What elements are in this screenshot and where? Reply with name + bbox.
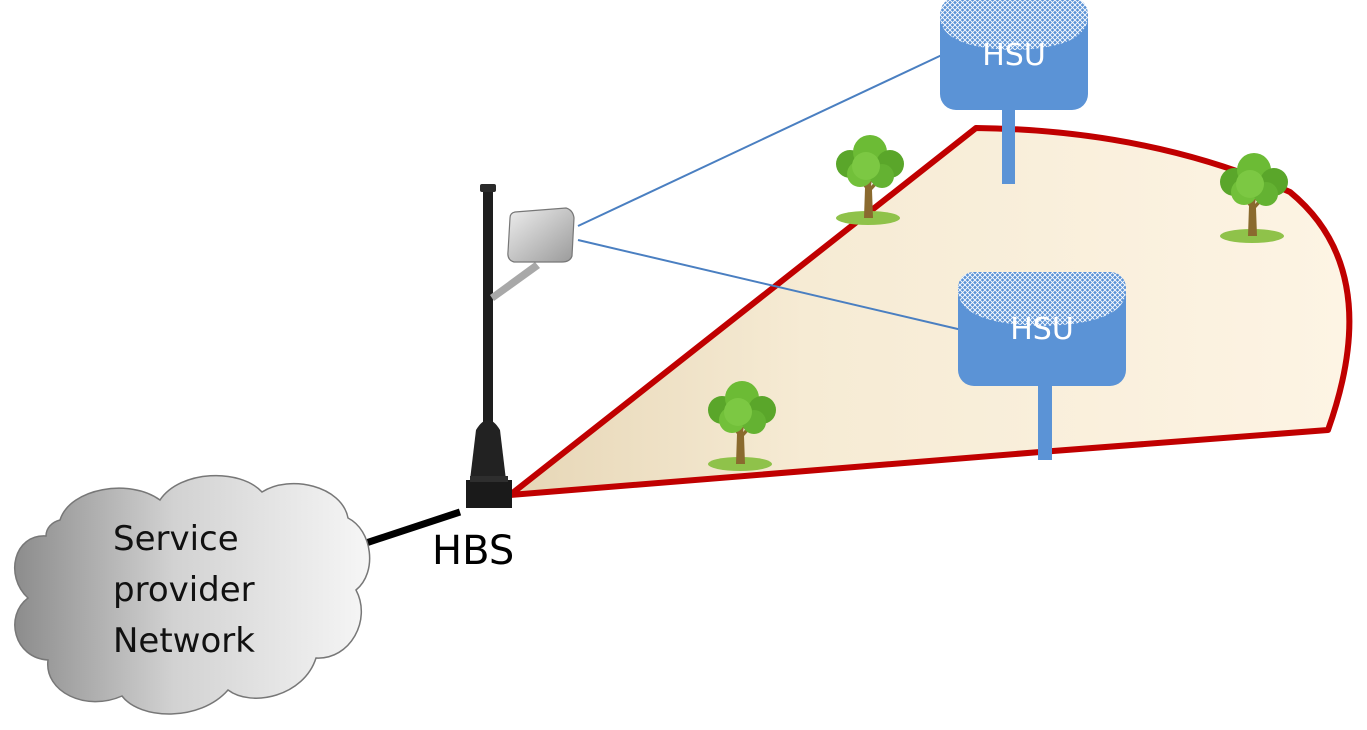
cloud-label-line-2: provider xyxy=(113,570,255,610)
hsu-label-lower: HSU xyxy=(1010,312,1074,347)
radio-link-lower xyxy=(577,239,963,331)
hsu-unit-lower xyxy=(958,272,1126,460)
hbs-label: HBS xyxy=(432,528,515,574)
hsu-unit-upper xyxy=(940,0,1088,184)
hsu-label-upper: HSU xyxy=(982,38,1046,73)
cloud-label-line-1: Service xyxy=(113,519,239,559)
cloud-icon xyxy=(13,474,371,715)
backhaul-cable xyxy=(355,508,462,550)
hbs-antenna-icon xyxy=(507,207,575,263)
cloud-label-line-3: Network xyxy=(113,621,255,661)
radio-link-upper xyxy=(577,53,945,227)
hbs-pole-icon xyxy=(466,184,540,508)
